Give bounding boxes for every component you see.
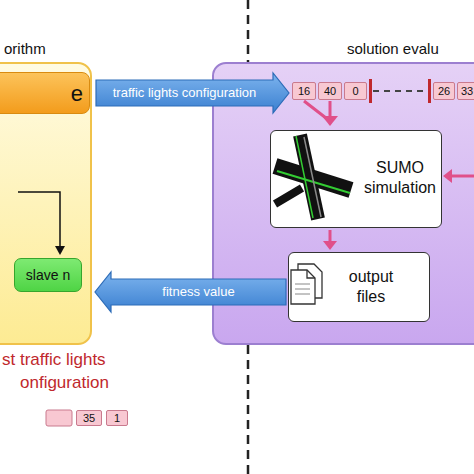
- node-text: e: [0, 81, 83, 106]
- result-text: onfiguration: [20, 373, 109, 393]
- number-cell: 33: [457, 82, 474, 100]
- edge-label: fitness value: [162, 284, 234, 300]
- row-separator: [428, 79, 431, 103]
- number-cell: 35: [76, 410, 102, 426]
- fitness-arrow: [95, 272, 286, 312]
- input-head: [322, 116, 338, 126]
- block-arrow: [96, 73, 289, 113]
- edge-label: traffic lights configuration: [113, 85, 257, 101]
- side-head: [443, 169, 452, 183]
- node-text: SUMO simulation: [361, 158, 439, 198]
- partial-cell: [46, 410, 72, 426]
- dispatch-head: [55, 246, 65, 255]
- row-separator: [369, 79, 372, 103]
- arrow-head: [323, 241, 337, 250]
- node-text: orithm: [4, 40, 46, 57]
- node-text: slave n: [15, 267, 81, 283]
- number-cell: 1: [106, 410, 128, 426]
- node-text: solution evalu: [347, 40, 439, 57]
- result-text: st traffic lights: [2, 350, 106, 370]
- row-dashes: [373, 90, 426, 92]
- flow-arrow: [323, 230, 337, 250]
- number-cell: 16: [292, 82, 316, 100]
- connector-line: [329, 230, 332, 241]
- file-icon: [291, 264, 322, 304]
- algorithm-panel: orithmeslave n: [0, 62, 92, 345]
- master-box: e: [0, 72, 90, 114]
- config-arrow: [96, 73, 289, 113]
- number-cell: 0: [344, 82, 367, 100]
- dispatch-line: [18, 192, 60, 247]
- number-cell: 26: [433, 82, 455, 100]
- node-text: output files: [335, 267, 407, 307]
- block-arrow: [95, 272, 286, 312]
- side-arrow: [452, 175, 474, 178]
- number-cell: 40: [318, 82, 342, 100]
- slave-box: slave n: [14, 258, 82, 292]
- road-illustration: [274, 134, 352, 220]
- input-arrow: [304, 101, 330, 118]
